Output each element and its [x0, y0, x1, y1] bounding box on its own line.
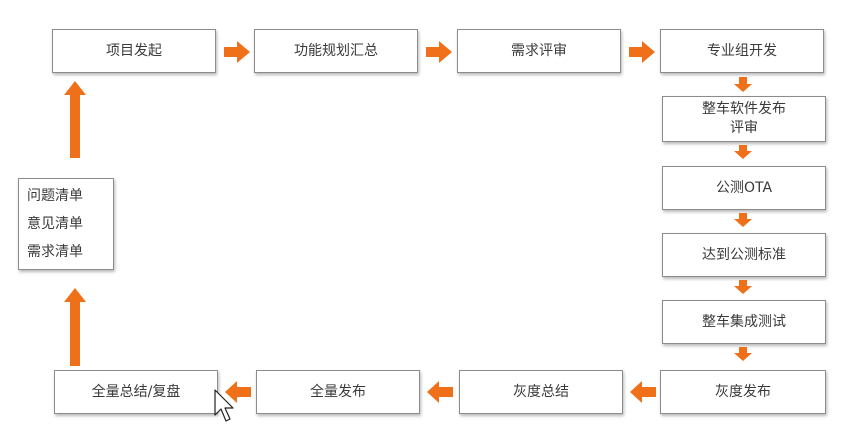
feedback-lists-box[interactable]: 问题清单 意见清单 需求清单 [18, 178, 114, 270]
arrow-up-icon [64, 288, 86, 366]
arrow-down-icon [734, 213, 752, 227]
arrow-left-icon [225, 381, 251, 403]
step-label: 达到公测标准 [702, 246, 786, 263]
step-label: 需求评审 [511, 42, 567, 59]
step-full-summary-retrospective[interactable]: 全量总结/复盘 [54, 370, 218, 414]
step-release-review[interactable]: 整车软件发布 评审 [662, 96, 826, 142]
step-label: 全量总结/复盘 [91, 383, 181, 400]
step-label: 灰度总结 [513, 383, 569, 400]
arrow-left-icon [427, 381, 453, 403]
step-requirement-review[interactable]: 需求评审 [457, 29, 621, 73]
step-label-line2: 评审 [730, 120, 758, 136]
step-public-test-ota[interactable]: 公测OTA [662, 166, 826, 210]
step-feature-planning[interactable]: 功能规划汇总 [254, 29, 418, 73]
arrow-left-icon [630, 381, 656, 403]
step-label: 灰度发布 [715, 383, 771, 400]
step-label: 专业组开发 [707, 42, 777, 59]
opinion-list-label: 意见清单 [27, 216, 83, 232]
step-reach-public-test-standard[interactable]: 达到公测标准 [662, 233, 826, 277]
arrow-down-icon [734, 145, 752, 159]
arrow-up-icon [64, 81, 86, 158]
step-gray-release[interactable]: 灰度发布 [660, 370, 826, 414]
arrow-right-icon [426, 41, 452, 63]
step-vehicle-integration-test[interactable]: 整车集成测试 [662, 300, 826, 344]
arrow-down-icon [734, 280, 752, 294]
arrow-down-icon [734, 347, 752, 361]
step-gray-summary[interactable]: 灰度总结 [459, 370, 623, 414]
step-label: 功能规划汇总 [294, 42, 378, 59]
step-project-initiation[interactable]: 项目发起 [52, 29, 216, 73]
requirement-list-label: 需求清单 [27, 244, 83, 260]
step-label-line1: 整车软件发布 [702, 101, 786, 117]
step-label: 整车集成测试 [702, 313, 786, 330]
arrow-right-icon [224, 41, 250, 63]
issue-list-label: 问题清单 [27, 188, 83, 204]
arrow-down-icon [734, 77, 752, 92]
mouse-pointer-icon [214, 389, 234, 422]
step-full-release[interactable]: 全量发布 [256, 370, 420, 414]
step-label: 全量发布 [310, 383, 366, 400]
arrow-right-icon [629, 41, 655, 63]
step-team-development[interactable]: 专业组开发 [660, 29, 824, 73]
step-label: 项目发起 [106, 42, 162, 59]
step-label: 公测OTA [715, 179, 773, 196]
